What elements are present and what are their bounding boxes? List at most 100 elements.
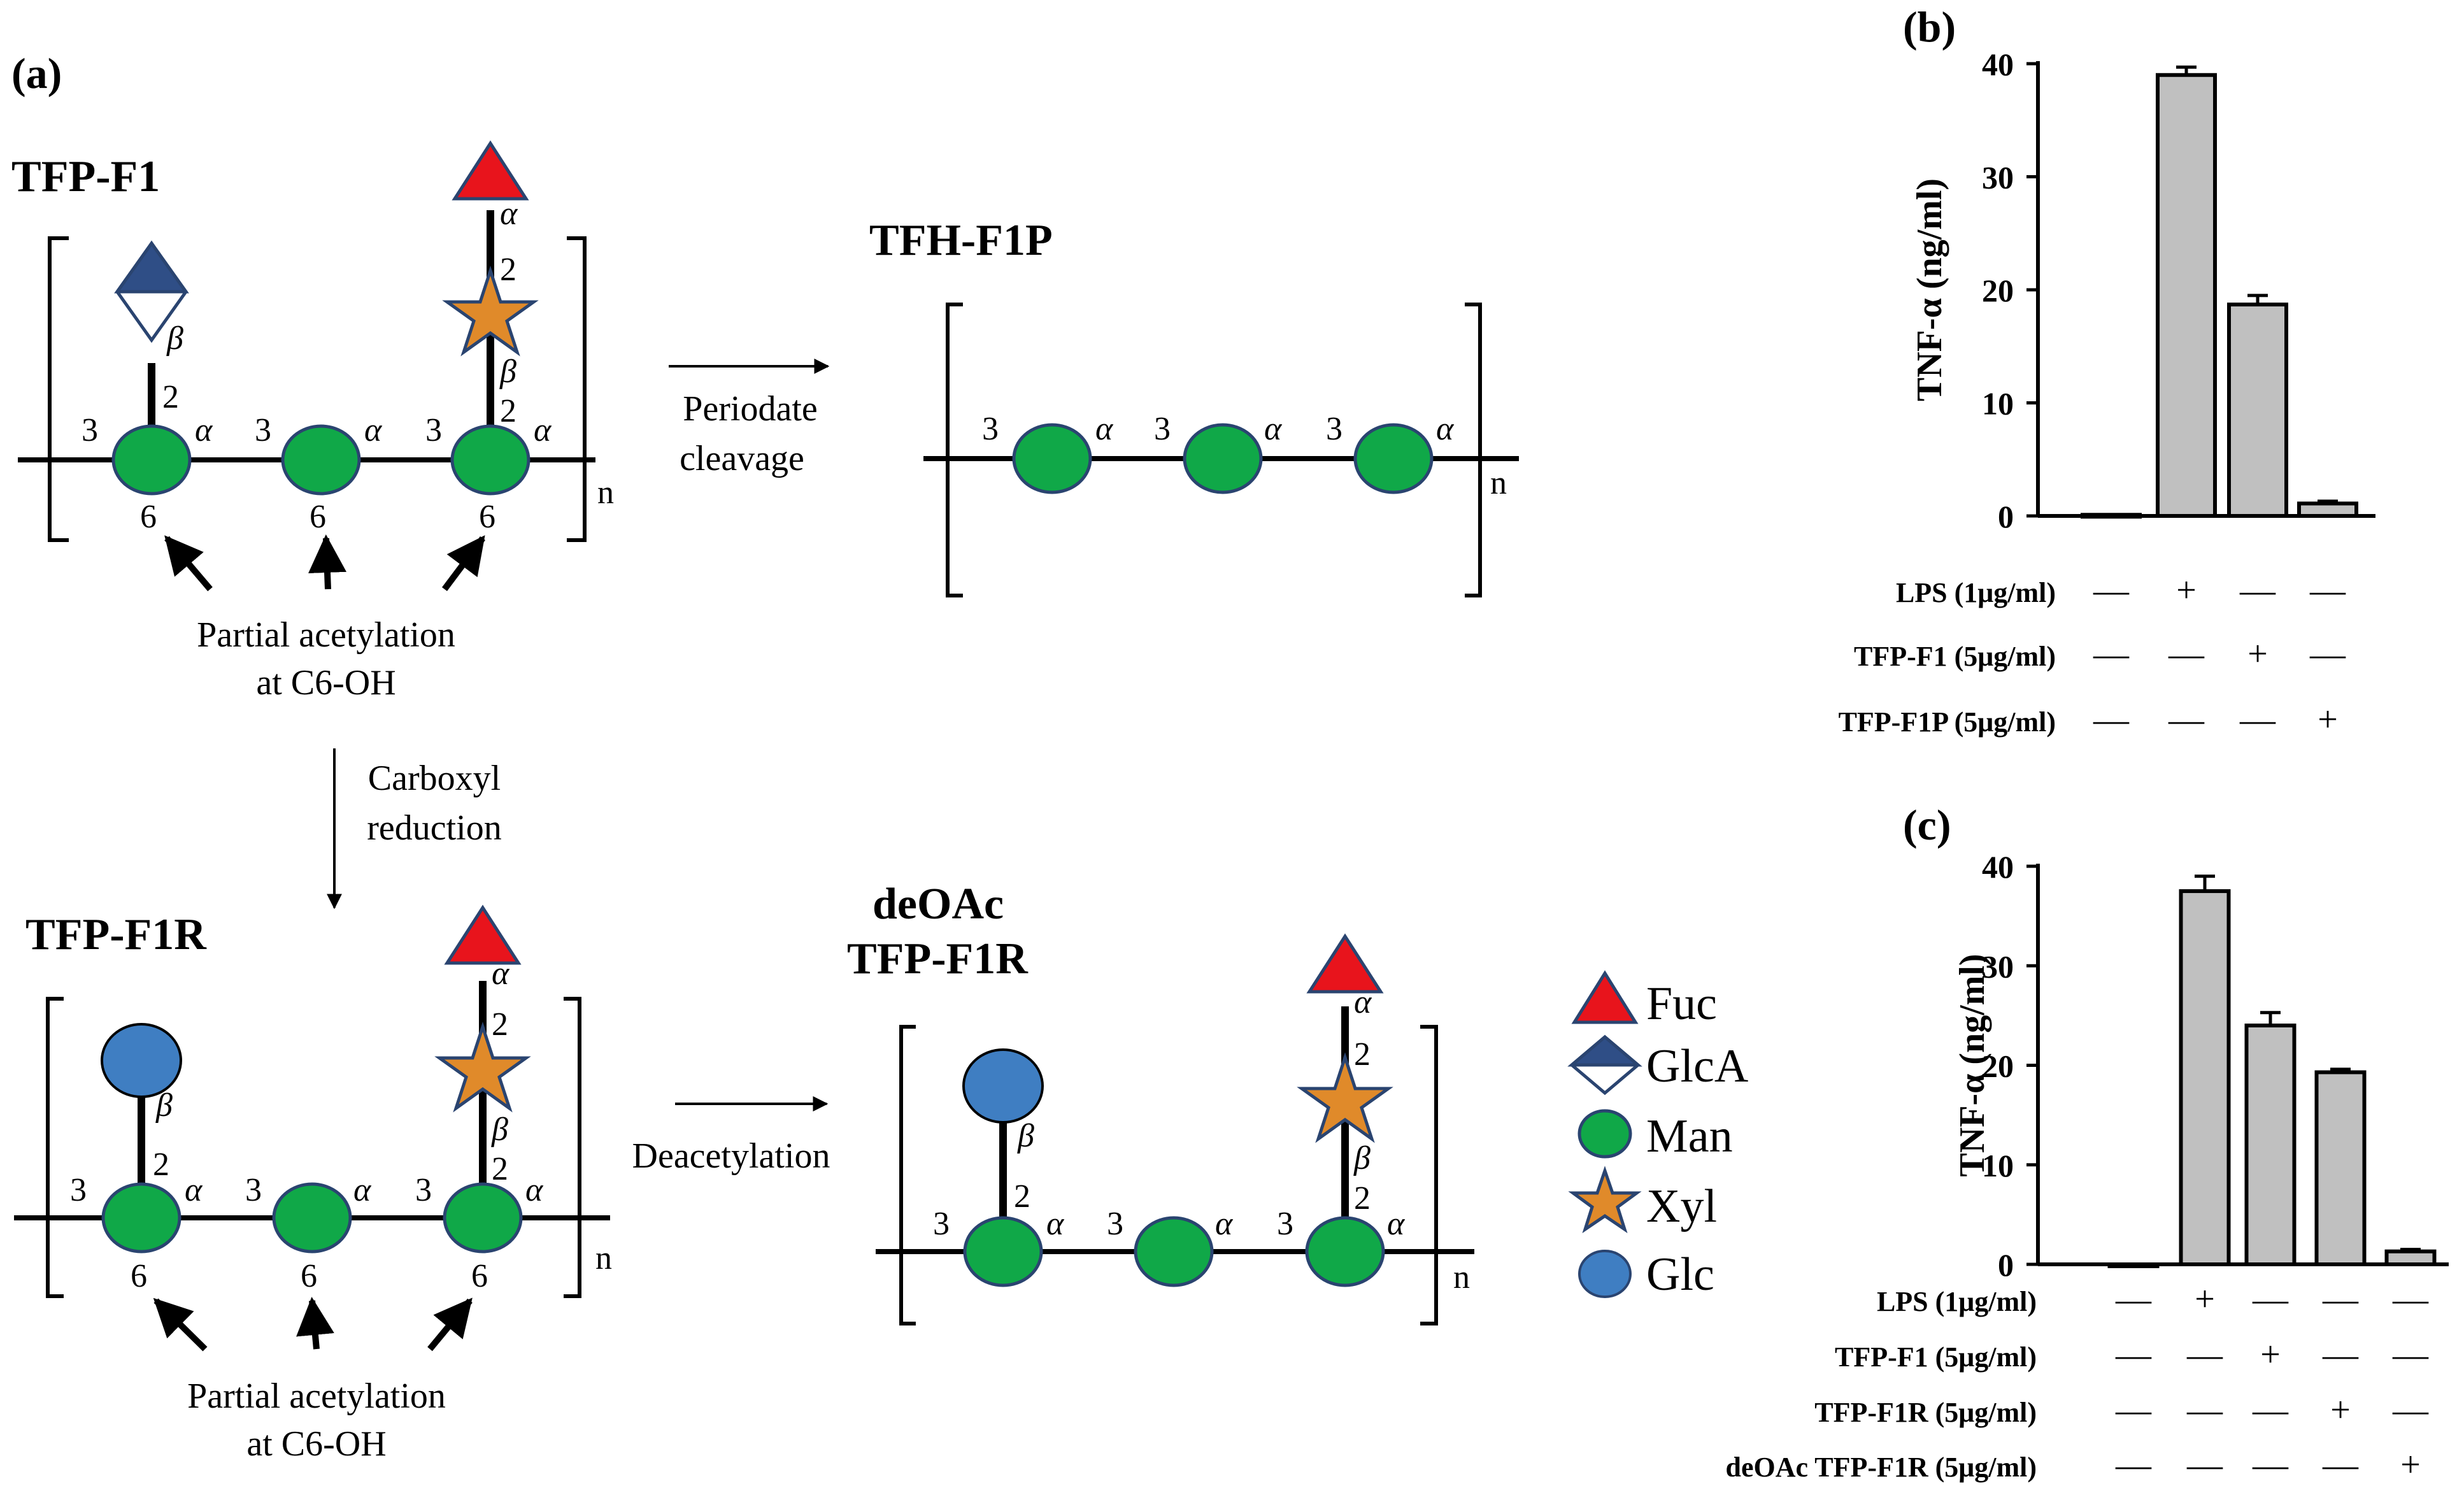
y-tick-label: 30 — [1982, 160, 2014, 196]
deacetylation-arrow: Deacetylation — [632, 1096, 830, 1176]
periodate-cleavage-arrow: Periodate cleavage — [669, 359, 830, 478]
condition-mark: + — [2195, 1280, 2215, 1319]
y-axis-label: TNF-α (ng/ml) — [1910, 178, 1949, 401]
link-label: α — [525, 1172, 544, 1208]
link-label: 2 — [500, 393, 516, 429]
condition-mark: — — [2115, 1390, 2152, 1430]
link-label: α — [1387, 1206, 1406, 1242]
legend-label-man: Man — [1646, 1110, 1733, 1162]
link-label: 3 — [415, 1172, 432, 1208]
man-residue-2 — [281, 424, 361, 496]
condition-label: LPS (1μg/ml) — [1877, 1286, 2037, 1317]
link-label: α — [1046, 1206, 1065, 1242]
glycan-legend: Fuc GlcA Man Xyl Glc — [1567, 970, 1748, 1301]
man-residue-3 — [1353, 423, 1434, 494]
link-label: α — [195, 412, 213, 448]
y-tick-label: 40 — [1982, 849, 2014, 885]
y-tick-label: 0 — [1998, 499, 2014, 534]
y-tick-label: 0 — [1998, 1247, 2014, 1283]
bar — [2227, 303, 2288, 518]
carboxyl-label-line1: Carboxyl — [368, 759, 501, 798]
link-label: β — [499, 354, 516, 390]
man-residue-1 — [111, 424, 192, 496]
y-tick-label: 30 — [1982, 948, 2014, 984]
link-label: 3 — [933, 1206, 950, 1242]
xylose-star-icon — [1297, 1052, 1393, 1143]
xylose-star-icon — [442, 265, 539, 357]
tfp-f1-structure: TFP-F1 3 α 3 α 3 α β 2 α 2 β 2 6 6 6 n P… — [11, 140, 614, 703]
condition-mark: — — [2252, 1280, 2289, 1319]
link-label: 2 — [1014, 1178, 1030, 1215]
link-label: 3 — [982, 411, 999, 447]
deoac-title-line1: deOAc — [872, 880, 1004, 929]
condition-mark: — — [2309, 634, 2346, 674]
deoac-tfp-f1r-structure: deOAc TFP-F1R 3 α 3 α 3 α β 2 α 2 β 2 n — [847, 880, 1474, 1325]
link-label: α — [1354, 984, 1372, 1020]
repeat-n: n — [597, 475, 614, 511]
bar — [2156, 73, 2217, 518]
condition-mark: — — [2093, 571, 2130, 610]
condition-label: TFP-F1R (5μg/ml) — [1814, 1397, 2037, 1428]
condition-mark: — — [2309, 571, 2346, 610]
link-label: 6 — [310, 499, 326, 535]
panel-label: (c) — [1903, 801, 1951, 849]
fucose-triangle-icon — [1306, 933, 1384, 994]
condition-mark: — — [2392, 1335, 2429, 1375]
link-label: 3 — [245, 1172, 262, 1208]
link-label: α — [1215, 1206, 1234, 1242]
fucose-triangle-icon — [452, 140, 529, 201]
link-label: β — [155, 1087, 173, 1124]
link-label: α — [500, 196, 518, 232]
condition-mark: — — [2392, 1390, 2429, 1430]
condition-label: TFP-F1P (5μg/ml) — [1839, 706, 2056, 738]
condition-mark: — — [2239, 571, 2276, 610]
condition-mark: — — [2115, 1335, 2152, 1375]
tfh-f1p-structure: TFH-F1P 3 α 3 α 3 α n — [869, 216, 1519, 597]
link-label: 3 — [425, 412, 442, 448]
condition-mark: — — [2093, 700, 2130, 739]
y-tick-label: 10 — [1982, 1148, 2014, 1183]
link-label: 3 — [82, 412, 98, 448]
tfp-f1r-structure: TFP-F1R 3 α 3 α 3 α β 2 α 2 β 2 6 6 6 n … — [14, 904, 612, 1464]
glucose-circle-icon — [1578, 1250, 1632, 1298]
link-label: 6 — [301, 1258, 317, 1294]
man-residue-1 — [963, 1216, 1043, 1287]
condition-mark: — — [2186, 1390, 2223, 1430]
condition-mark: + — [2330, 1390, 2351, 1430]
man-residue-3 — [1305, 1216, 1385, 1287]
link-label: α — [185, 1172, 203, 1208]
link-label: 3 — [1326, 411, 1342, 447]
bar — [2179, 889, 2231, 1266]
condition-mark: — — [2322, 1280, 2359, 1319]
condition-label: TFP-F1 (5μg/ml) — [1835, 1341, 2037, 1373]
link-label: α — [353, 1172, 372, 1208]
link-label: 2 — [492, 1006, 508, 1043]
tfp-f1r-title: TFP-F1R — [25, 910, 207, 959]
periodate-label-line1: Periodate — [683, 389, 817, 429]
link-label: 6 — [479, 499, 495, 535]
tfh-f1p-title: TFH-F1P — [869, 216, 1053, 265]
bar — [2384, 1249, 2437, 1266]
condition-mark: — — [2186, 1445, 2223, 1485]
deacetylation-label: Deacetylation — [632, 1136, 830, 1176]
y-tick-label: 40 — [1982, 46, 2014, 82]
tfp-f1r-acetylation-line1: Partial acetylation — [187, 1376, 446, 1416]
legend-label-fuc: Fuc — [1646, 978, 1717, 1030]
glucose-circle-icon — [101, 1023, 182, 1098]
link-label: α — [1436, 411, 1455, 447]
link-label: 2 — [1354, 1180, 1371, 1217]
link-label: 2 — [492, 1151, 508, 1187]
condition-mark: — — [2168, 700, 2205, 739]
man-residue-3 — [450, 424, 531, 496]
xylose-star-icon — [1568, 1166, 1642, 1234]
condition-mark: — — [2239, 700, 2276, 739]
link-label: α — [364, 412, 383, 448]
bar — [2107, 1262, 2160, 1268]
fucose-triangle-icon — [444, 904, 522, 965]
y-tick-label: 20 — [1982, 273, 2014, 308]
condition-mark: + — [2318, 700, 2338, 739]
link-label: 6 — [131, 1258, 147, 1294]
link-label: 3 — [1154, 411, 1171, 447]
